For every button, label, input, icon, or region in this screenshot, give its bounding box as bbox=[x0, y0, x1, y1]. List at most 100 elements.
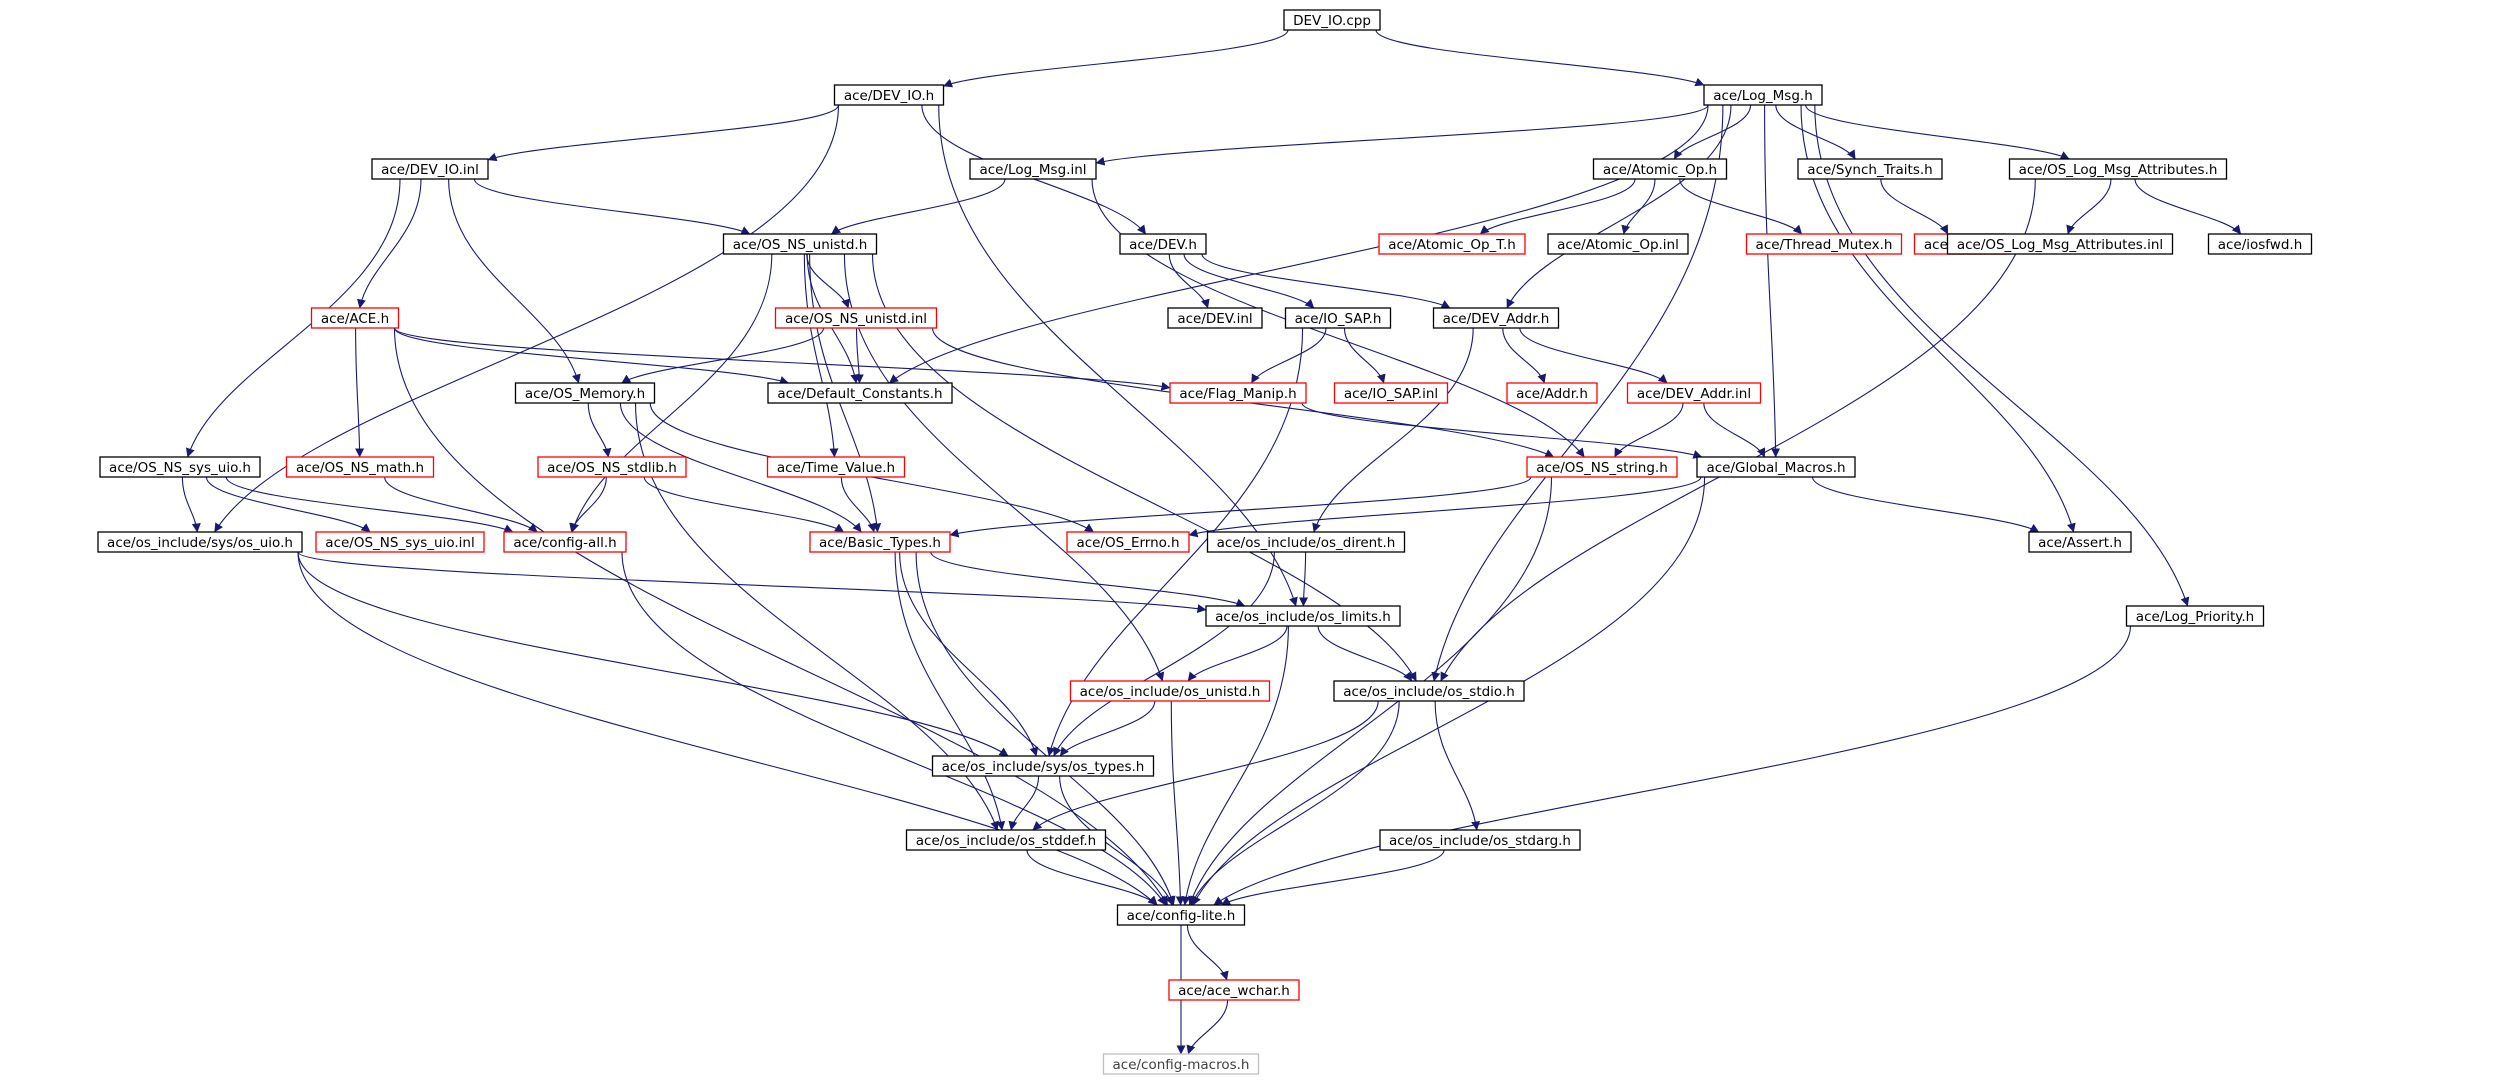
graph-node-dev-addr-inl[interactable]: ace/DEV_Addr.inl bbox=[1626, 382, 1762, 404]
edge-config-lite-h-to-ace-wchar-h bbox=[1186, 924, 1229, 981]
graph-node-dev-h[interactable]: ace/DEV.h bbox=[1119, 233, 1207, 255]
graph-node-os-ns-sys-uio-inl[interactable]: ace/OS_NS_sys_uio.inl bbox=[315, 531, 485, 553]
graph-node-os-stdio-h[interactable]: ace/os_include/os_stdio.h bbox=[1333, 680, 1525, 702]
node-box bbox=[1116, 904, 1246, 926]
node-box bbox=[1526, 456, 1678, 478]
node-box bbox=[766, 456, 906, 478]
graph-node-dev-io-h[interactable]: ace/DEV_IO.h bbox=[833, 84, 945, 106]
edge-ace-wchar-h-to-config-macros-h bbox=[1186, 999, 1229, 1055]
edge-global-macros-h-to-assert-h bbox=[1811, 476, 2040, 533]
graph-node-os-ns-sys-uio-h[interactable]: ace/OS_NS_sys_uio.h bbox=[99, 456, 261, 478]
graph-node-global-macros-h[interactable]: ace/Global_Macros.h bbox=[1696, 456, 1856, 478]
edge-os-ns-unistd-h-to-time-value-h bbox=[803, 253, 839, 458]
graph-node-time-value-h[interactable]: ace/Time_Value.h bbox=[766, 456, 906, 478]
node-label: ace/os_include/os_limits.h bbox=[1215, 609, 1391, 625]
graph-node-os-errno-h[interactable]: ace/OS_Errno.h bbox=[1066, 531, 1190, 553]
graph-node-addr-h[interactable]: ace/Addr.h bbox=[1506, 382, 1598, 404]
graph-node-os-types-h[interactable]: ace/os_include/sys/os_types.h bbox=[931, 755, 1155, 777]
graph-node-os-ns-unistd-h[interactable]: ace/OS_NS_unistd.h bbox=[722, 233, 878, 255]
node-box bbox=[371, 158, 489, 180]
node-label: ace/Default_Constants.h bbox=[777, 386, 942, 402]
node-box bbox=[767, 382, 953, 404]
graph-node-thread-mutex-h[interactable]: ace/Thread_Mutex.h bbox=[1745, 233, 1903, 255]
graph-node-atomic-op-inl[interactable]: ace/Atomic_Op.inl bbox=[1547, 233, 1689, 255]
graph-node-ace-h[interactable]: ace/ACE.h bbox=[310, 307, 400, 329]
graph-node-log-priority-h[interactable]: ace/Log_Priority.h bbox=[2125, 605, 2265, 627]
edge-synch-traits-h-to-lock-h bbox=[1880, 178, 1949, 235]
node-box bbox=[1378, 233, 1526, 255]
edge-dev-io-inl-to-os-ns-sys-uio-h bbox=[186, 178, 401, 458]
edge-layer bbox=[181, 29, 2242, 1055]
graph-node-default-constants-h[interactable]: ace/Default_Constants.h bbox=[767, 382, 953, 404]
node-label: ace/OS_NS_string.h bbox=[1536, 460, 1668, 476]
edge-os-stdio-h-to-os-stddef-h bbox=[1032, 700, 1379, 831]
graph-node-synch-traits-h[interactable]: ace/Synch_Traits.h bbox=[1797, 158, 1943, 180]
graph-node-os-log-msg-attr-inl[interactable]: ace/OS_Log_Msg_Attributes.inl bbox=[1946, 233, 2174, 255]
graph-node-iosfwd-h[interactable]: ace/iosfwd.h bbox=[2207, 233, 2313, 255]
edge-os-limits-h-to-config-lite-h bbox=[1181, 625, 1289, 906]
graph-node-os-unistd-h[interactable]: ace/os_include/os_unistd.h bbox=[1069, 680, 1271, 702]
node-label: ace/os_include/os_stdarg.h bbox=[1389, 833, 1571, 849]
node-box bbox=[1169, 382, 1307, 404]
graph-node-log-msg-h[interactable]: ace/Log_Msg.h bbox=[1703, 84, 1823, 106]
graph-node-basic-types-h[interactable]: ace/Basic_Types.h bbox=[809, 531, 951, 553]
node-box bbox=[931, 755, 1155, 777]
graph-node-os-memory-h[interactable]: ace/OS_Memory.h bbox=[514, 382, 656, 404]
graph-node-assert-h[interactable]: ace/Assert.h bbox=[2028, 531, 2132, 553]
node-label: ace/Log_Msg.h bbox=[1713, 88, 1813, 104]
graph-node-ace-wchar-h[interactable]: ace/ace_wchar.h bbox=[1168, 979, 1300, 1001]
edge-ace-h-to-os-ns-math-h bbox=[355, 327, 365, 458]
graph-node-os-ns-math-h[interactable]: ace/OS_NS_math.h bbox=[285, 456, 435, 478]
node-label: ace/DEV.h bbox=[1129, 237, 1197, 253]
graph-node-io-sap-h[interactable]: ace/IO_SAP.h bbox=[1284, 307, 1392, 329]
node-label: ace/IO_SAP.h bbox=[1295, 311, 1382, 327]
node-label: ace/os_include/os_dirent.h bbox=[1217, 535, 1396, 551]
node-label: ace/Time_Value.h bbox=[777, 460, 895, 476]
graph-node-flag-manip-h[interactable]: ace/Flag_Manip.h bbox=[1169, 382, 1307, 404]
node-label: ace/DEV_IO.inl bbox=[381, 162, 479, 178]
node-label: ace/os_include/sys/os_types.h bbox=[942, 759, 1145, 775]
graph-node-os-ns-string-h[interactable]: ace/OS_NS_string.h bbox=[1526, 456, 1678, 478]
node-box bbox=[285, 456, 435, 478]
node-label: ace/OS_Errno.h bbox=[1076, 535, 1179, 551]
node-box bbox=[722, 233, 878, 255]
edge-os-ns-sys-uio-h-to-config-all-h bbox=[225, 476, 514, 533]
node-box bbox=[2028, 531, 2132, 553]
edge-os-limits-h-to-os-unistd-h bbox=[1187, 625, 1288, 682]
graph-node-dev-addr-h[interactable]: ace/DEV_Addr.h bbox=[1432, 307, 1560, 329]
graph-node-os-dirent-h[interactable]: ace/os_include/os_dirent.h bbox=[1206, 531, 1406, 553]
node-box bbox=[2125, 605, 2265, 627]
node-box bbox=[809, 531, 951, 553]
edge-dev-addr-inl-to-global-macros-h bbox=[1703, 402, 1766, 458]
edge-log-msg-h-to-log-priority-h bbox=[1814, 104, 2190, 607]
graph-node-config-lite-h[interactable]: ace/config-lite.h bbox=[1116, 904, 1246, 926]
graph-node-os-stdarg-h[interactable]: ace/os_include/os_stdarg.h bbox=[1379, 829, 1581, 851]
graph-node-os-limits-h[interactable]: ace/os_include/os_limits.h bbox=[1205, 605, 1401, 627]
graph-node-os-uio-h[interactable]: ace/os_include/sys/os_uio.h bbox=[97, 531, 303, 553]
graph-node-dev-io-cpp[interactable]: DEV_IO.cpp bbox=[1283, 9, 1381, 31]
graph-node-dev-inl[interactable]: ace/DEV.inl bbox=[1167, 307, 1263, 329]
edge-dev-io-cpp-to-dev-io-h bbox=[943, 29, 1289, 88]
node-label: ace/OS_Log_Msg_Attributes.inl bbox=[1957, 237, 2163, 253]
edge-os-memory-h-to-os-ns-stdlib-h bbox=[587, 402, 612, 458]
node-box bbox=[1066, 531, 1190, 553]
graph-node-dev-io-inl[interactable]: ace/DEV_IO.inl bbox=[371, 158, 489, 180]
node-label: ace/config-macros.h bbox=[1113, 1057, 1250, 1073]
graph-node-log-msg-inl[interactable]: ace/Log_Msg.inl bbox=[969, 158, 1097, 180]
graph-node-atomic-op-h[interactable]: ace/Atomic_Op.h bbox=[1592, 158, 1728, 180]
node-box bbox=[1333, 680, 1525, 702]
graph-node-os-log-msg-attr-h[interactable]: ace/OS_Log_Msg_Attributes.h bbox=[2008, 158, 2228, 180]
node-box bbox=[1946, 233, 2174, 255]
edge-dev-io-h-to-os-limits-h bbox=[938, 104, 1298, 607]
edge-os-stdarg-h-to-config-lite-h bbox=[1221, 849, 1445, 906]
graph-node-io-sap-inl[interactable]: ace/IO_SAP.inl bbox=[1333, 382, 1449, 404]
node-box bbox=[315, 531, 485, 553]
graph-node-os-stddef-h[interactable]: ace/os_include/os_stddef.h bbox=[905, 829, 1107, 851]
graph-node-os-ns-unistd-inl[interactable]: ace/OS_NS_unistd.inl bbox=[774, 307, 938, 329]
graph-node-os-ns-stdlib-h[interactable]: ace/OS_NS_stdlib.h bbox=[537, 456, 687, 478]
graph-node-config-all-h[interactable]: ace/config-all.h bbox=[503, 531, 627, 553]
graph-node-atomic-op-t-h[interactable]: ace/Atomic_Op_T.h bbox=[1378, 233, 1526, 255]
edge-log-msg-h-to-os-log-msg-attr-h bbox=[1805, 104, 2070, 160]
edge-dev-addr-h-to-addr-h bbox=[1502, 327, 1547, 384]
graph-node-config-macros-h[interactable]: ace/config-macros.h bbox=[1102, 1053, 1260, 1075]
